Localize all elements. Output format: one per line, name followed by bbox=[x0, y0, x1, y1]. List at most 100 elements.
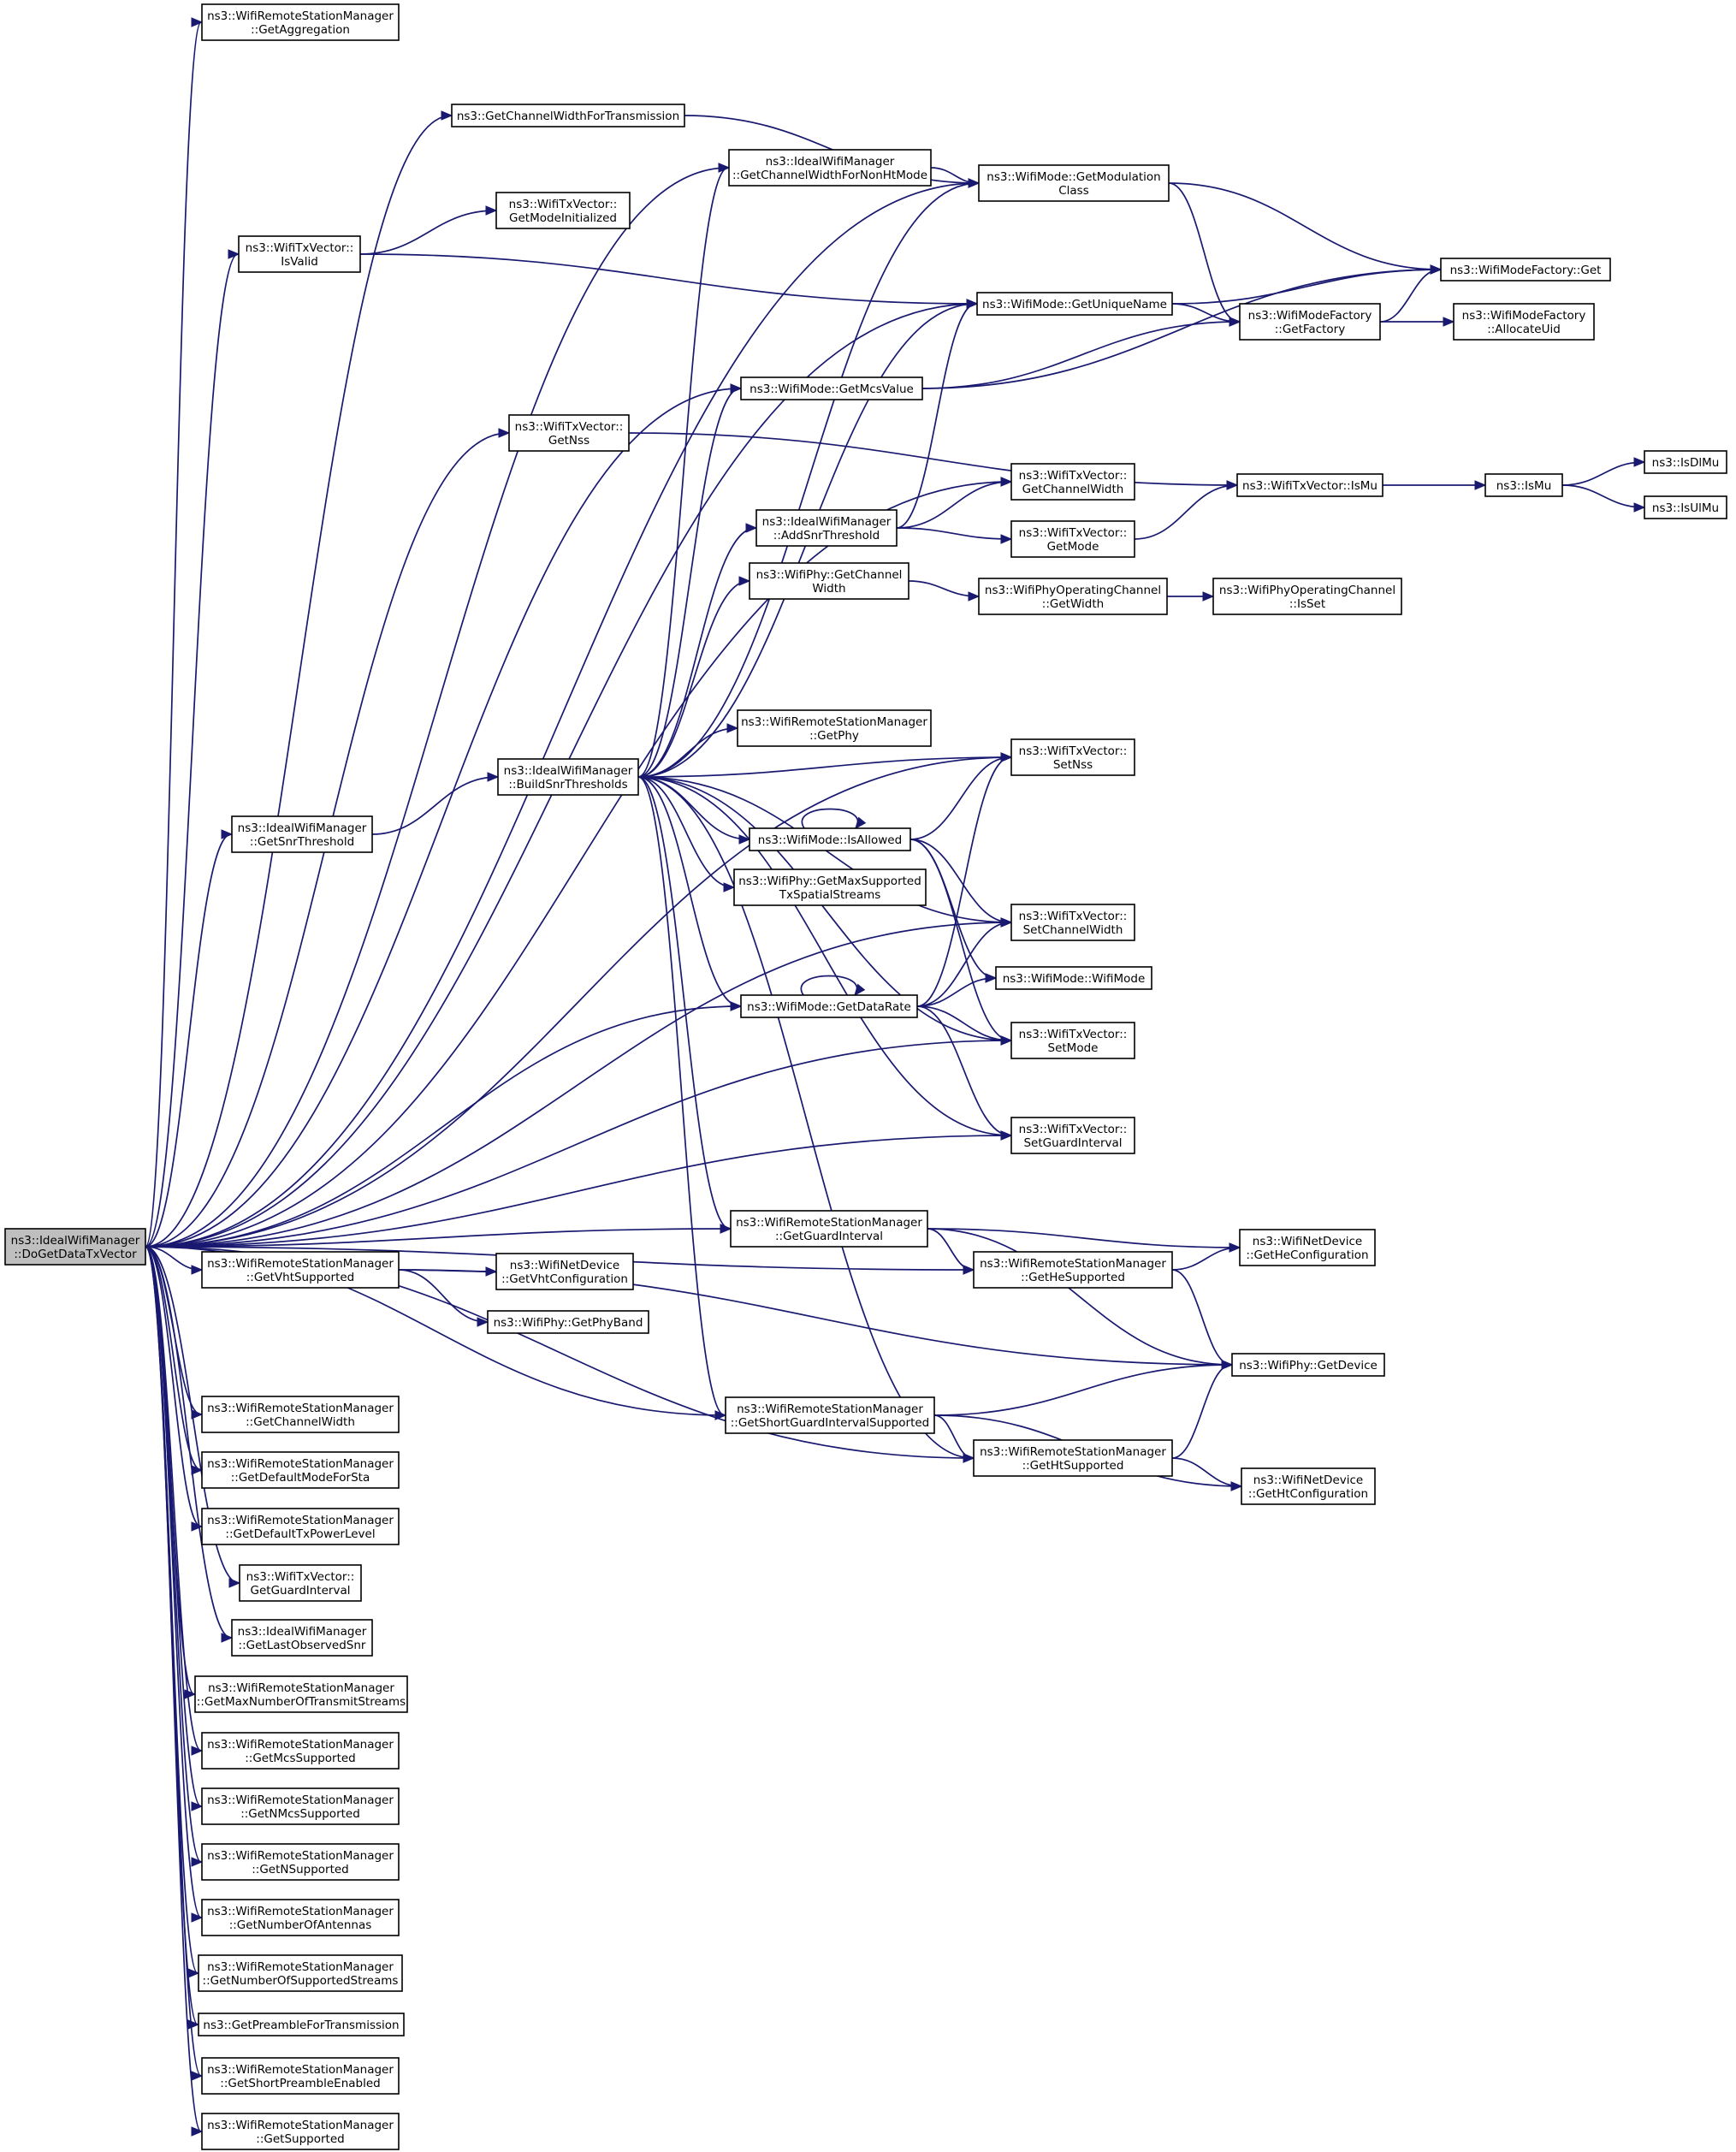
node-rsm-get-max-number-of-transmit-streams[interactable]: ns3::WifiRemoteStationManager::GetMaxNum… bbox=[194, 1675, 408, 1713]
node-label-line: ns3::IdealWifiManager bbox=[762, 515, 892, 529]
node-is-mu[interactable]: ns3::IsMu bbox=[1484, 473, 1563, 497]
node-get-last-observed-snr[interactable]: ns3::IdealWifiManager::GetLastObservedSn… bbox=[231, 1619, 373, 1657]
node-txv-set-guard-interval[interactable]: ns3::WifiTxVector::SetGuardInterval bbox=[1010, 1117, 1135, 1154]
edge-txv-get-mode-to-txv-is-mu bbox=[1134, 484, 1237, 540]
node-rsm-get-nsupported[interactable]: ns3::WifiRemoteStationManager::GetNSuppo… bbox=[201, 1843, 400, 1881]
node-op-chan-is-set[interactable]: ns3::WifiPhyOperatingChannel::IsSet bbox=[1212, 578, 1402, 615]
node-label-line: Class bbox=[1058, 184, 1089, 198]
node-label-line: ns3::IdealWifiManager bbox=[766, 155, 895, 169]
node-rsm-get-channel-width[interactable]: ns3::WifiRemoteStationManager::GetChanne… bbox=[201, 1396, 400, 1433]
node-get-factory[interactable]: ns3::WifiModeFactory::GetFactory bbox=[1239, 303, 1381, 341]
edge-build-snr-thresholds-to-txv-set-nss bbox=[637, 756, 1011, 778]
node-phy-get-channel-width[interactable]: ns3::WifiPhy::GetChannelWidth bbox=[749, 562, 909, 600]
node-is-dl-mu[interactable]: ns3::IsDlMu bbox=[1644, 450, 1727, 474]
node-label-line: ::GetNumberOfSupportedStreams bbox=[203, 1974, 399, 1988]
edge-build-snr-thresholds-to-rsm-get-phy bbox=[637, 727, 738, 778]
node-wifi-mode-ctor[interactable]: ns3::WifiMode::WifiMode bbox=[995, 966, 1152, 990]
node-get-aggregation[interactable]: ns3::WifiRemoteStationManager::GetAggreg… bbox=[201, 3, 400, 41]
edge-is-mu-to-is-dl-mu bbox=[1561, 461, 1644, 486]
node-get-mcs-value[interactable]: ns3::WifiMode::GetMcsValue bbox=[740, 376, 923, 400]
node-rsm-get-mcs-supported[interactable]: ns3::WifiRemoteStationManager::GetMcsSup… bbox=[201, 1732, 400, 1770]
edge-rsm-get-ht-supported-to-net-dev-get-ht-configuration-arrowhead bbox=[1230, 1481, 1243, 1491]
node-txv-set-nss[interactable]: ns3::WifiTxVector::SetNss bbox=[1010, 738, 1135, 776]
edge-rsm-get-ht-supported-to-phy-get-device bbox=[1171, 1364, 1232, 1459]
node-rsm-get-short-guard-interval-supported[interactable]: ns3::WifiRemoteStationManager::GetShortG… bbox=[725, 1396, 935, 1434]
edge-root-to-txv-set-mode bbox=[145, 1040, 1011, 1248]
node-is-ul-mu[interactable]: ns3::IsUlMu bbox=[1644, 495, 1727, 519]
node-get-unique-name[interactable]: ns3::WifiMode::GetUniqueName bbox=[976, 292, 1173, 316]
node-op-chan-get-width[interactable]: ns3::WifiPhyOperatingChannel::GetWidth bbox=[978, 578, 1168, 615]
node-label-line: ::GetShortPreambleEnabled bbox=[220, 2077, 380, 2090]
node-txv-set-channel-width[interactable]: ns3::WifiTxVector::SetChannelWidth bbox=[1010, 904, 1135, 941]
edge-build-snr-thresholds-to-is-allowed-arrowhead bbox=[738, 834, 751, 845]
node-label-line: ::GetGuardInterval bbox=[775, 1230, 883, 1243]
node-phy-get-device[interactable]: ns3::WifiPhy::GetDevice bbox=[1231, 1353, 1385, 1377]
node-add-snr-threshold[interactable]: ns3::IdealWifiManager::AddSnrThreshold bbox=[755, 509, 898, 547]
node-box bbox=[749, 562, 909, 600]
edge-root-to-get-snr-threshold bbox=[145, 833, 232, 1248]
node-rsm-get-phy[interactable]: ns3::WifiRemoteStationManager::GetPhy bbox=[737, 709, 932, 747]
edge-root-to-get-aggregation-arrowhead bbox=[191, 17, 204, 27]
node-txv-get-nss[interactable]: ns3::WifiTxVector::GetNss bbox=[508, 414, 630, 452]
node-get-channel-width-for-transmission[interactable]: ns3::GetChannelWidthForTransmission bbox=[451, 104, 685, 127]
node-is-allowed[interactable]: ns3::WifiMode::IsAllowed bbox=[749, 827, 911, 851]
edge-root-to-rsm-get-number-of-supported-streams-arrowhead bbox=[187, 1968, 200, 1978]
node-rsm-get-default-mode-for-sta[interactable]: ns3::WifiRemoteStationManager::GetDefaul… bbox=[201, 1451, 400, 1489]
node-build-snr-thresholds[interactable]: ns3::IdealWifiManager::BuildSnrThreshold… bbox=[497, 758, 639, 796]
node-label-line: ns3::GetPreambleForTransmission bbox=[203, 2019, 399, 2032]
node-rsm-get-guard-interval[interactable]: ns3::WifiRemoteStationManager::GetGuardI… bbox=[730, 1210, 928, 1248]
node-net-dev-get-ht-configuration[interactable]: ns3::WifiNetDevice::GetHtConfiguration bbox=[1241, 1467, 1376, 1505]
edge-is-allowed-to-txv-set-mode bbox=[909, 839, 1011, 1041]
node-get-data-rate[interactable]: ns3::WifiMode::GetDataRate bbox=[740, 994, 918, 1018]
edge-root-to-rsm-get-supported-arrowhead bbox=[191, 2126, 204, 2137]
node-net-dev-get-vht-configuration[interactable]: ns3::WifiNetDevice::GetVhtConfiguration bbox=[495, 1253, 634, 1290]
node-txv-set-mode[interactable]: ns3::WifiTxVector::SetMode bbox=[1010, 1022, 1135, 1059]
node-rsm-get-short-preamble-enabled[interactable]: ns3::WifiRemoteStationManager::GetShortP… bbox=[201, 2057, 400, 2095]
node-rsm-get-number-of-supported-streams[interactable]: ns3::WifiRemoteStationManager::GetNumber… bbox=[198, 1954, 403, 1992]
node-txv-is-valid[interactable]: ns3::WifiTxVector::IsValid bbox=[238, 235, 361, 273]
edge-build-snr-thresholds-to-get-max-supported-tx-spatial-streams bbox=[637, 776, 734, 888]
node-rsm-get-default-tx-power-level[interactable]: ns3::WifiRemoteStationManager::GetDefaul… bbox=[201, 1508, 400, 1545]
node-rsm-get-number-of-antennas[interactable]: ns3::WifiRemoteStationManager::GetNumber… bbox=[201, 1899, 400, 1936]
node-txv-get-channel-width[interactable]: ns3::WifiTxVector::GetChannelWidth bbox=[1010, 463, 1135, 501]
node-label-line: ns3::WifiRemoteStationManager bbox=[207, 2063, 394, 2077]
node-rsm-get-nmcs-supported[interactable]: ns3::WifiRemoteStationManager::GetNMcsSu… bbox=[201, 1787, 400, 1825]
node-label-line: ns3::WifiTxVector:: bbox=[246, 241, 354, 255]
node-label-line: ::GetNSupported bbox=[252, 1863, 349, 1876]
node-allocate-uid[interactable]: ns3::WifiModeFactory::AllocateUid bbox=[1453, 303, 1595, 341]
node-phy-get-phy-band[interactable]: ns3::WifiPhy::GetPhyBand bbox=[487, 1310, 649, 1334]
node-txv-get-mode-initialized[interactable]: ns3::WifiTxVector::GetModeInitialized bbox=[495, 192, 631, 229]
node-txv-get-mode[interactable]: ns3::WifiTxVector::GetMode bbox=[1010, 520, 1135, 558]
edge-root-to-get-preamble-for-transmission-arrowhead bbox=[187, 2019, 200, 2030]
node-wifi-mode-factory-get[interactable]: ns3::WifiModeFactory::Get bbox=[1440, 258, 1611, 282]
node-rsm-get-he-supported[interactable]: ns3::WifiRemoteStationManager::GetHeSupp… bbox=[973, 1251, 1173, 1289]
edge-root-to-rsm-get-nsupported-arrowhead bbox=[191, 1857, 204, 1867]
node-net-dev-get-he-configuration[interactable]: ns3::WifiNetDevice::GetHeConfiguration bbox=[1239, 1229, 1376, 1266]
node-label-line: ns3::WifiNetDevice bbox=[1253, 1235, 1362, 1248]
node-box bbox=[973, 1439, 1173, 1477]
node-label-line: SetGuardInterval bbox=[1023, 1136, 1122, 1150]
node-box bbox=[201, 1843, 400, 1881]
node-box bbox=[198, 2013, 405, 2036]
node-box bbox=[201, 3, 400, 41]
node-txv-is-mu[interactable]: ns3::WifiTxVector::IsMu bbox=[1236, 473, 1383, 497]
node-box bbox=[1010, 904, 1135, 941]
nodes-layer: ns3::IdealWifiManager::DoGetDataTxVector… bbox=[4, 3, 1727, 2150]
node-txv-get-guard-interval[interactable]: ns3::WifiTxVector::GetGuardInterval bbox=[239, 1564, 362, 1602]
node-rsm-get-supported[interactable]: ns3::WifiRemoteStationManager::GetSuppor… bbox=[201, 2113, 400, 2150]
edge-get-modulation-class-to-get-factory bbox=[1168, 182, 1240, 323]
node-label-line: GetChannelWidth bbox=[1022, 483, 1124, 496]
node-get-preamble-for-transmission[interactable]: ns3::GetPreambleForTransmission bbox=[198, 2013, 405, 2036]
node-label-line: ns3::WifiMode::IsAllowed bbox=[758, 833, 902, 847]
node-label-line: ns3::WifiRemoteStationManager bbox=[207, 1905, 394, 1918]
node-rsm-get-ht-supported[interactable]: ns3::WifiRemoteStationManager::GetHtSupp… bbox=[973, 1439, 1173, 1477]
node-get-channel-width-for-non-ht-mode[interactable]: ns3::IdealWifiManager::GetChannelWidthFo… bbox=[728, 149, 932, 187]
node-root[interactable]: ns3::IdealWifiManager::DoGetDataTxVector bbox=[4, 1228, 146, 1266]
node-box bbox=[201, 1732, 400, 1770]
node-get-max-supported-tx-spatial-streams[interactable]: ns3::WifiPhy::GetMaxSupportedTxSpatialSt… bbox=[733, 869, 927, 906]
node-label-line: ns3::WifiRemoteStationManager bbox=[207, 1793, 394, 1807]
node-rsm-get-vht-supported[interactable]: ns3::WifiRemoteStationManager::GetVhtSup… bbox=[201, 1251, 400, 1289]
node-get-snr-threshold[interactable]: ns3::IdealWifiManager::GetSnrThreshold bbox=[231, 815, 373, 853]
node-box bbox=[508, 414, 630, 452]
